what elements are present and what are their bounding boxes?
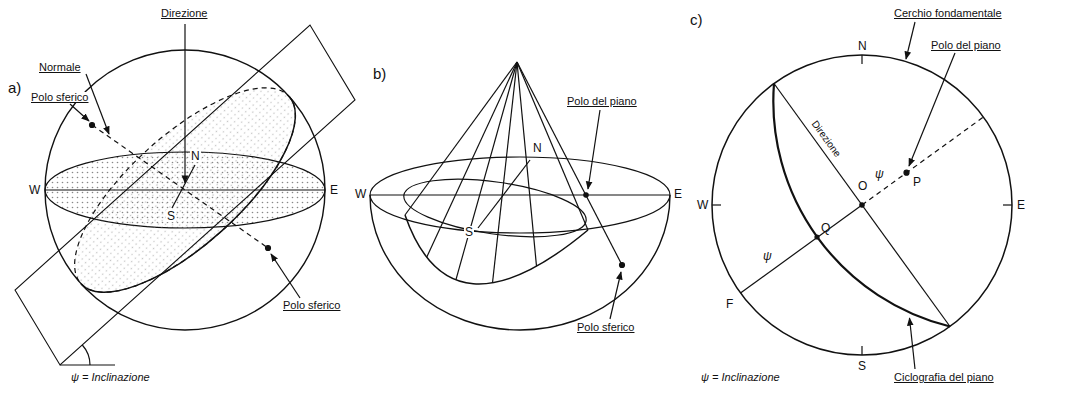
cardinal-point: E [330, 184, 338, 196]
angle-symbol: ψ [763, 250, 772, 262]
hemisphere-projection [370, 62, 670, 330]
cardinal-point: W [355, 188, 366, 200]
cardinal-point: W [29, 184, 40, 196]
angle-legend: ψ = Inclinazione [70, 372, 151, 383]
cardinal-point: S [857, 360, 867, 372]
point-label: F [725, 298, 734, 310]
cardinal-point: N [190, 150, 201, 162]
callout-label: Direzione [160, 8, 208, 19]
point-label: O [858, 180, 867, 192]
cardinal-point: S [166, 210, 176, 222]
callout-label: Polo sferico [30, 92, 89, 103]
stereographic-net [712, 22, 1012, 369]
callout-label: Polo del piano [930, 40, 1002, 51]
callout-label: Polo del piano [566, 96, 638, 107]
panel-letter: b) [373, 66, 386, 81]
angle-symbol: ψ [875, 168, 884, 180]
angle-legend: ψ = Inclinazione [700, 372, 781, 383]
cardinal-point: N [532, 142, 543, 154]
line-label: Direzione [809, 118, 843, 160]
cardinal-point: E [674, 188, 682, 200]
callout-label: Normale [38, 62, 82, 73]
cardinal-point: W [697, 199, 708, 211]
cardinal-point: S [464, 226, 474, 238]
sphere-perspective [15, 24, 355, 365]
point-label: Q [821, 222, 830, 234]
callout-label: Ciclografia del piano [893, 372, 995, 383]
callout-label: Cerchio fondamentale [893, 8, 1003, 19]
cardinal-point: N [857, 40, 868, 52]
point-label: P [913, 176, 921, 188]
panel-letter: a) [8, 80, 21, 95]
callout-label: Polo sferico [576, 322, 635, 333]
panel-letter: c) [690, 12, 703, 27]
cardinal-point: E [1017, 199, 1025, 211]
callout-label: Polo sferico [282, 300, 341, 311]
